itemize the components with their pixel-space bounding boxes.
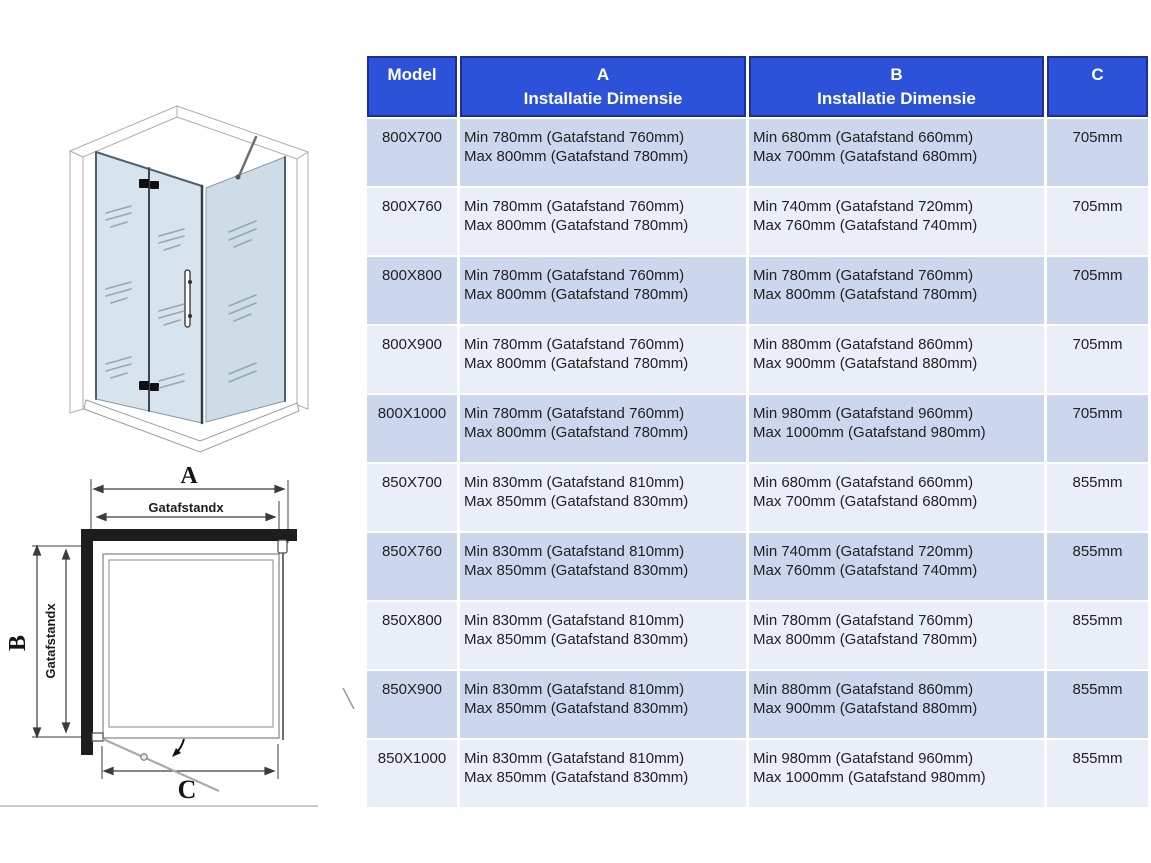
model-cell: 850X900 bbox=[367, 671, 457, 738]
dim-a-cell: Min 780mm (Gatafstand 760mm)Max 800mm (G… bbox=[460, 257, 746, 324]
spec-row: 800X900 Min 780mm (Gatafstand 760mm)Max … bbox=[367, 326, 1148, 393]
model-cell: 800X700 bbox=[367, 119, 457, 186]
dim-a-cell: Min 830mm (Gatafstand 810mm)Max 850mm (G… bbox=[460, 740, 746, 807]
product-diagram: A Gatafstandx B Gatafstandx C bbox=[0, 0, 364, 863]
model-cell: 850X700 bbox=[367, 464, 457, 531]
swing-direction-arrow bbox=[172, 738, 185, 757]
door-knob bbox=[140, 753, 148, 761]
isometric-view bbox=[68, 105, 310, 453]
dim-b-cell: Min 980mm (Gatafstand 960mm)Max 1000mm (… bbox=[749, 395, 1044, 462]
spec-table: Model A Installatie Dimensie B Installat… bbox=[364, 54, 1151, 809]
spec-row: 800X1000 Min 780mm (Gatafstand 760mm)Max… bbox=[367, 395, 1148, 462]
dim-a-cell: Min 780mm (Gatafstand 760mm)Max 800mm (G… bbox=[460, 326, 746, 393]
dim-b-cell: Min 780mm (Gatafstand 760mm)Max 800mm (G… bbox=[749, 257, 1044, 324]
dim-c-cell: 705mm bbox=[1047, 326, 1148, 393]
plan-view: A Gatafstandx B Gatafstandx C bbox=[5, 463, 355, 804]
dim-b-cell: Min 880mm (Gatafstand 860mm)Max 900mm (G… bbox=[749, 326, 1044, 393]
model-cell: 850X800 bbox=[367, 602, 457, 669]
dim-b-cell: Min 980mm (Gatafstand 960mm)Max 1000mm (… bbox=[749, 740, 1044, 807]
spec-row: 850X800 Min 830mm (Gatafstand 810mm)Max … bbox=[367, 602, 1148, 669]
dim-b-cell: Min 880mm (Gatafstand 860mm)Max 900mm (G… bbox=[749, 671, 1044, 738]
door-handle bbox=[184, 269, 192, 328]
hinge-bottom bbox=[139, 381, 159, 391]
dim-c-cell: 705mm bbox=[1047, 395, 1148, 462]
door-pivot-bracket bbox=[91, 732, 104, 742]
support-bar bbox=[235, 135, 258, 180]
dim-b-cell: Min 680mm (Gatafstand 660mm)Max 700mm (G… bbox=[749, 464, 1044, 531]
model-cell: 800X760 bbox=[367, 188, 457, 255]
room-walls bbox=[68, 105, 310, 414]
dim-c-cell: 855mm bbox=[1047, 533, 1148, 600]
spec-row: 800X800 Min 780mm (Gatafstand 760mm)Max … bbox=[367, 257, 1148, 324]
model-cell: 800X800 bbox=[367, 257, 457, 324]
header-c: C bbox=[1047, 56, 1148, 117]
header-b: B Installatie Dimensie bbox=[749, 56, 1044, 117]
dim-c-cell: 855mm bbox=[1047, 740, 1148, 807]
dim-c-cell: 855mm bbox=[1047, 464, 1148, 531]
model-cell: 800X1000 bbox=[367, 395, 457, 462]
model-cell: 850X760 bbox=[367, 533, 457, 600]
stray-mark bbox=[342, 687, 355, 710]
model-cell: 850X1000 bbox=[367, 740, 457, 807]
spec-row: 850X1000 Min 830mm (Gatafstand 810mm)Max… bbox=[367, 740, 1148, 807]
dim-b-cell: Min 740mm (Gatafstand 720mm)Max 760mm (G… bbox=[749, 188, 1044, 255]
header-row: Model A Installatie Dimensie B Installat… bbox=[367, 56, 1148, 117]
tray-outline-outer bbox=[102, 553, 280, 739]
spec-row: 800X760 Min 780mm (Gatafstand 760mm)Max … bbox=[367, 188, 1148, 255]
glass-hatch-marks bbox=[105, 205, 257, 389]
gatafstand-left-label: Gatafstandx bbox=[43, 603, 58, 679]
header-a: A Installatie Dimensie bbox=[460, 56, 746, 117]
header-model: Model bbox=[367, 56, 457, 117]
open-door-line bbox=[102, 737, 220, 793]
dim-a-cell: Min 830mm (Gatafstand 810mm)Max 850mm (G… bbox=[460, 464, 746, 531]
spec-row: 850X700 Min 830mm (Gatafstand 810mm)Max … bbox=[367, 464, 1148, 531]
dimension-lines bbox=[32, 479, 289, 779]
dim-a-cell: Min 780mm (Gatafstand 760mm)Max 800mm (G… bbox=[460, 119, 746, 186]
dim-c-cell: 855mm bbox=[1047, 671, 1148, 738]
diagram-bottom-rule bbox=[0, 805, 318, 807]
dim-c-cell: 705mm bbox=[1047, 257, 1148, 324]
dim-a-cell: Min 780mm (Gatafstand 760mm)Max 800mm (G… bbox=[460, 188, 746, 255]
spec-row: 800X700 Min 780mm (Gatafstand 760mm)Max … bbox=[367, 119, 1148, 186]
side-glass-panel bbox=[205, 156, 286, 423]
dim-a-cell: Min 830mm (Gatafstand 810mm)Max 850mm (G… bbox=[460, 533, 746, 600]
shower-tray bbox=[83, 399, 300, 453]
dim-c-cell: 705mm bbox=[1047, 188, 1148, 255]
frame-profiles bbox=[95, 151, 286, 425]
hinge-top bbox=[139, 179, 159, 189]
wall-section bbox=[81, 529, 297, 755]
dim-b-cell: Min 680mm (Gatafstand 660mm)Max 700mm (G… bbox=[749, 119, 1044, 186]
dim-b-label: B bbox=[5, 635, 31, 651]
wall-profile-bracket bbox=[277, 539, 288, 554]
dim-b-cell: Min 780mm (Gatafstand 760mm)Max 800mm (G… bbox=[749, 602, 1044, 669]
dim-a-label: A bbox=[180, 463, 198, 489]
dim-c-label: C bbox=[178, 775, 197, 804]
dim-a-cell: Min 830mm (Gatafstand 810mm)Max 850mm (G… bbox=[460, 602, 746, 669]
spec-row: 850X900 Min 830mm (Gatafstand 810mm)Max … bbox=[367, 671, 1148, 738]
model-cell: 800X900 bbox=[367, 326, 457, 393]
dim-a-cell: Min 830mm (Gatafstand 810mm)Max 850mm (G… bbox=[460, 671, 746, 738]
dim-b-cell: Min 740mm (Gatafstand 720mm)Max 760mm (G… bbox=[749, 533, 1044, 600]
dim-c-cell: 855mm bbox=[1047, 602, 1148, 669]
dim-c-cell: 705mm bbox=[1047, 119, 1148, 186]
spec-row: 850X760 Min 830mm (Gatafstand 810mm)Max … bbox=[367, 533, 1148, 600]
gatafstand-top-label: Gatafstandx bbox=[148, 500, 224, 515]
tray-outline-inner bbox=[108, 559, 274, 728]
dim-a-cell: Min 780mm (Gatafstand 760mm)Max 800mm (G… bbox=[460, 395, 746, 462]
